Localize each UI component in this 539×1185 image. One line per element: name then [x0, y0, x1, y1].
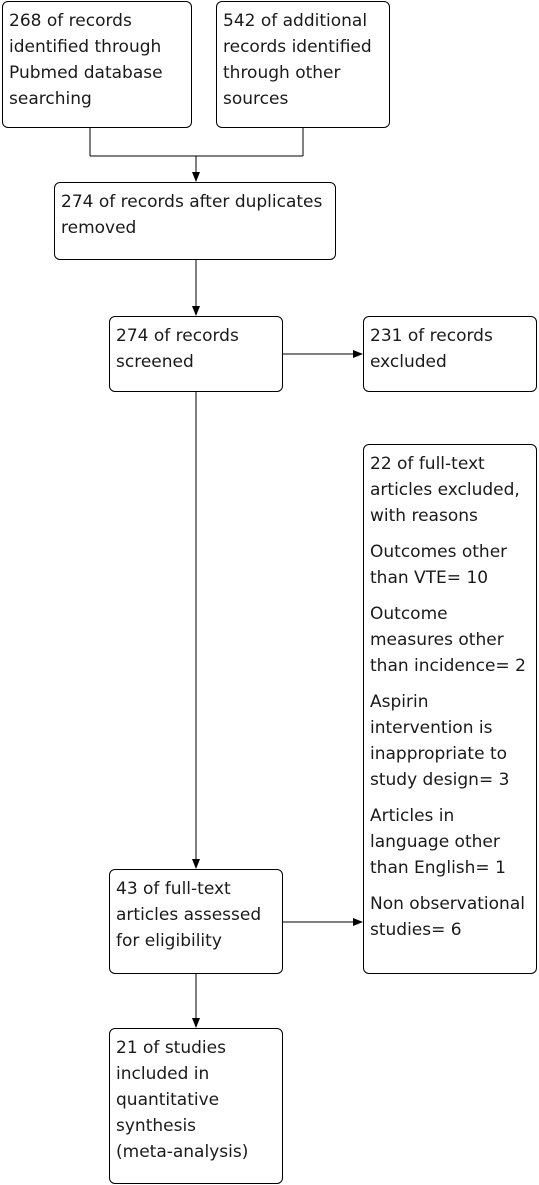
exclusion-reason: Aspirin intervention is inappropriate to… [370, 689, 530, 793]
exclusion-header: 22 of full-text articles excluded, with … [370, 451, 530, 529]
box-text-line: than incidence= 2 [370, 656, 526, 676]
box-text-line: with reasons [370, 506, 478, 526]
exclusion-reason: Non observational studies= 6 [370, 891, 530, 943]
box-text-line: articles assessed [116, 905, 262, 925]
box-text-line: synthesis [116, 1116, 197, 1136]
exclusion-reason: Articles in language other than English=… [370, 803, 530, 881]
records-screened-box: 274 of records screened [109, 316, 283, 392]
box-text-line: 231 of records [370, 326, 493, 346]
box-text-line: 542 of additional [223, 11, 368, 31]
box-text-line: excluded [370, 352, 447, 372]
exclusion-reason: Outcome measures other than incidence= 2 [370, 601, 530, 679]
box-text-line: 274 of records [116, 326, 239, 346]
box-text-line: 21 of studies [116, 1038, 226, 1058]
records-excluded-box: 231 of records excluded [363, 316, 537, 392]
box-text-line: Articles in [370, 806, 455, 826]
box-text-line: 43 of full-text [116, 879, 231, 899]
box-text-line: intervention is [370, 718, 493, 738]
box-text-line: 274 of records after duplicates [61, 192, 323, 212]
box-text-line: than English= 1 [370, 858, 506, 878]
box-text-line: removed [61, 218, 137, 238]
box-text-line: for eligibility [116, 931, 222, 951]
box-text-line: records identified [223, 37, 372, 57]
box-text-line: through other [223, 63, 341, 83]
fulltext-assessed-box: 43 of full-text articles assessed for el… [109, 869, 283, 974]
box-text-line: measures other [370, 630, 504, 650]
box-text-line: Pubmed database [9, 63, 163, 83]
box-text-line: language other [370, 832, 500, 852]
box-text-line: included in [116, 1064, 210, 1084]
box-text-line: inappropriate to [370, 744, 508, 764]
box-text-line: study design= 3 [370, 770, 510, 790]
box-text-line: quantitative [116, 1090, 220, 1110]
fulltext-excluded-box: 22 of full-text articles excluded, with … [363, 444, 537, 974]
box-text-line: Aspirin [370, 692, 429, 712]
box-text-line: than VTE= 10 [370, 568, 489, 588]
other-sources-box: 542 of additional records identified thr… [216, 1, 390, 128]
box-text-line: screened [116, 352, 194, 372]
after-duplicates-box: 274 of records after duplicates removed [54, 182, 336, 260]
pubmed-records-box: 268 of records identified through Pubmed… [2, 1, 192, 128]
box-text-line: sources [223, 89, 289, 109]
box-text-line: articles excluded, [370, 480, 520, 500]
box-text-line: identified through [9, 37, 162, 57]
exclusion-reason: Outcomes other than VTE= 10 [370, 539, 530, 591]
box-text-line: studies= 6 [370, 920, 462, 940]
box-text-line: Non observational [370, 894, 525, 914]
box-text-line: (meta-analysis) [116, 1142, 249, 1162]
box-text-line: Outcomes other [370, 542, 508, 562]
box-text-line: searching [9, 89, 92, 109]
studies-included-box: 21 of studies included in quantitative s… [109, 1028, 283, 1184]
box-text-line: 268 of records [9, 11, 132, 31]
box-text-line: Outcome [370, 604, 448, 624]
box-text-line: 22 of full-text [370, 454, 485, 474]
